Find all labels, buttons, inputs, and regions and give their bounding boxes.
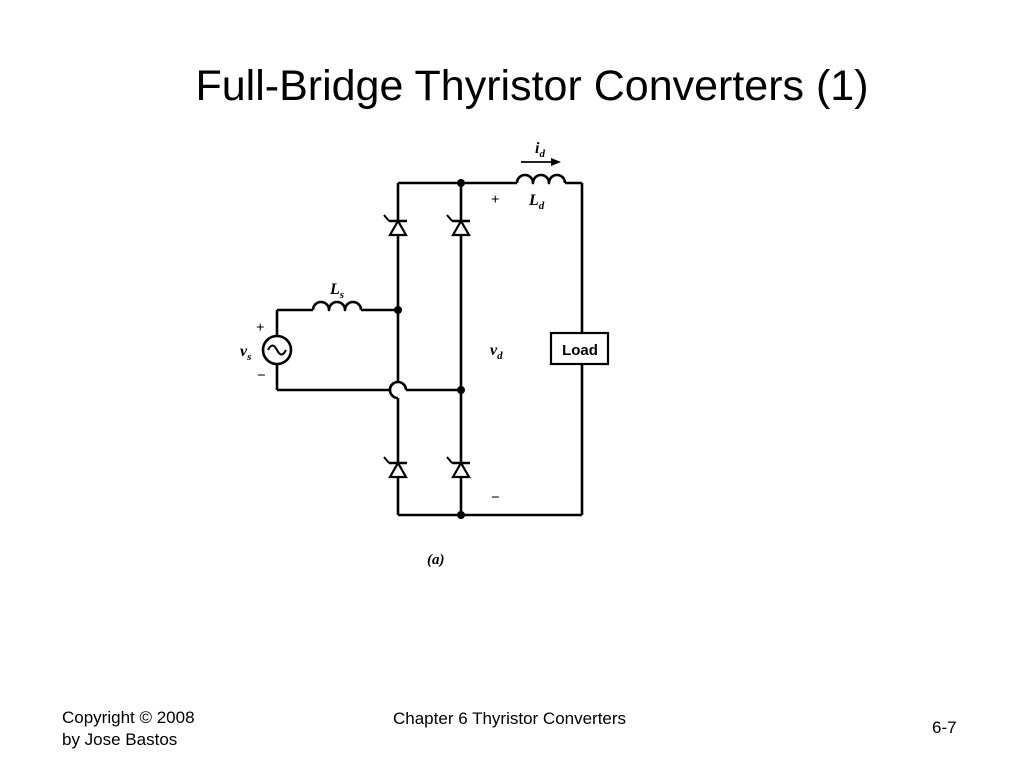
id-label: id (535, 140, 545, 160)
output-plus-sign: + (491, 192, 500, 208)
load-label: Load (562, 342, 598, 359)
inductor-icon (311, 300, 363, 312)
ls-label: Ls (329, 281, 344, 301)
copyright-notice: Copyright © 2008 by Jose Bastos (62, 707, 195, 751)
source-minus-sign: − (257, 368, 266, 384)
junction-dot (394, 306, 402, 314)
author-line: by Jose Bastos (62, 730, 178, 749)
inductor-icon (515, 173, 567, 185)
thyristor-icon (446, 456, 471, 479)
junction-dot (457, 386, 465, 394)
thyristor-icon (383, 456, 408, 479)
junction-dot (457, 179, 465, 187)
ac-source-icon (261, 334, 293, 366)
source-plus-sign: + (256, 320, 265, 336)
thyristor-icon (383, 214, 408, 237)
copyright-line: Copyright © 2008 (62, 708, 195, 727)
ld-label: Ld (528, 192, 545, 212)
crossover-hop-arc (388, 380, 408, 391)
page-number: 6-7 (932, 718, 957, 737)
load-box-icon (549, 331, 610, 366)
page-title: Full-Bridge Thyristor Converters (1) (195, 62, 869, 110)
figure-caption: (a) (427, 552, 445, 568)
output-minus-sign: − (491, 490, 500, 506)
vd-label: vd (490, 342, 503, 362)
junction-dot (457, 511, 465, 519)
vs-label: vs (240, 343, 251, 363)
chapter-footer: Chapter 6 Thyristor Converters (393, 709, 627, 728)
thyristor-icon (446, 214, 471, 237)
current-arrow-icon (521, 158, 561, 166)
